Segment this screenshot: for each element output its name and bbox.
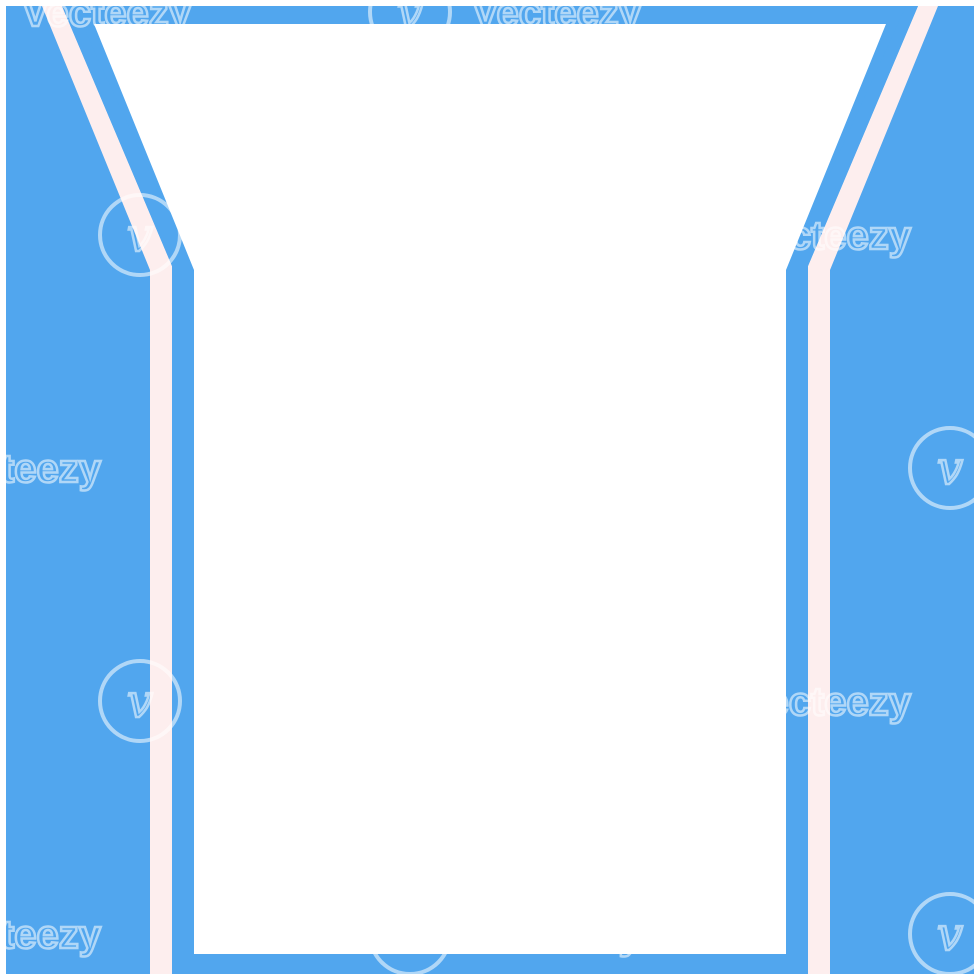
right-blue-band — [786, 6, 918, 974]
right-pink-stripe — [808, 6, 938, 974]
inner-white-panel — [94, 24, 886, 954]
left-blue-band — [62, 6, 194, 974]
left-pink-stripe — [42, 6, 172, 974]
